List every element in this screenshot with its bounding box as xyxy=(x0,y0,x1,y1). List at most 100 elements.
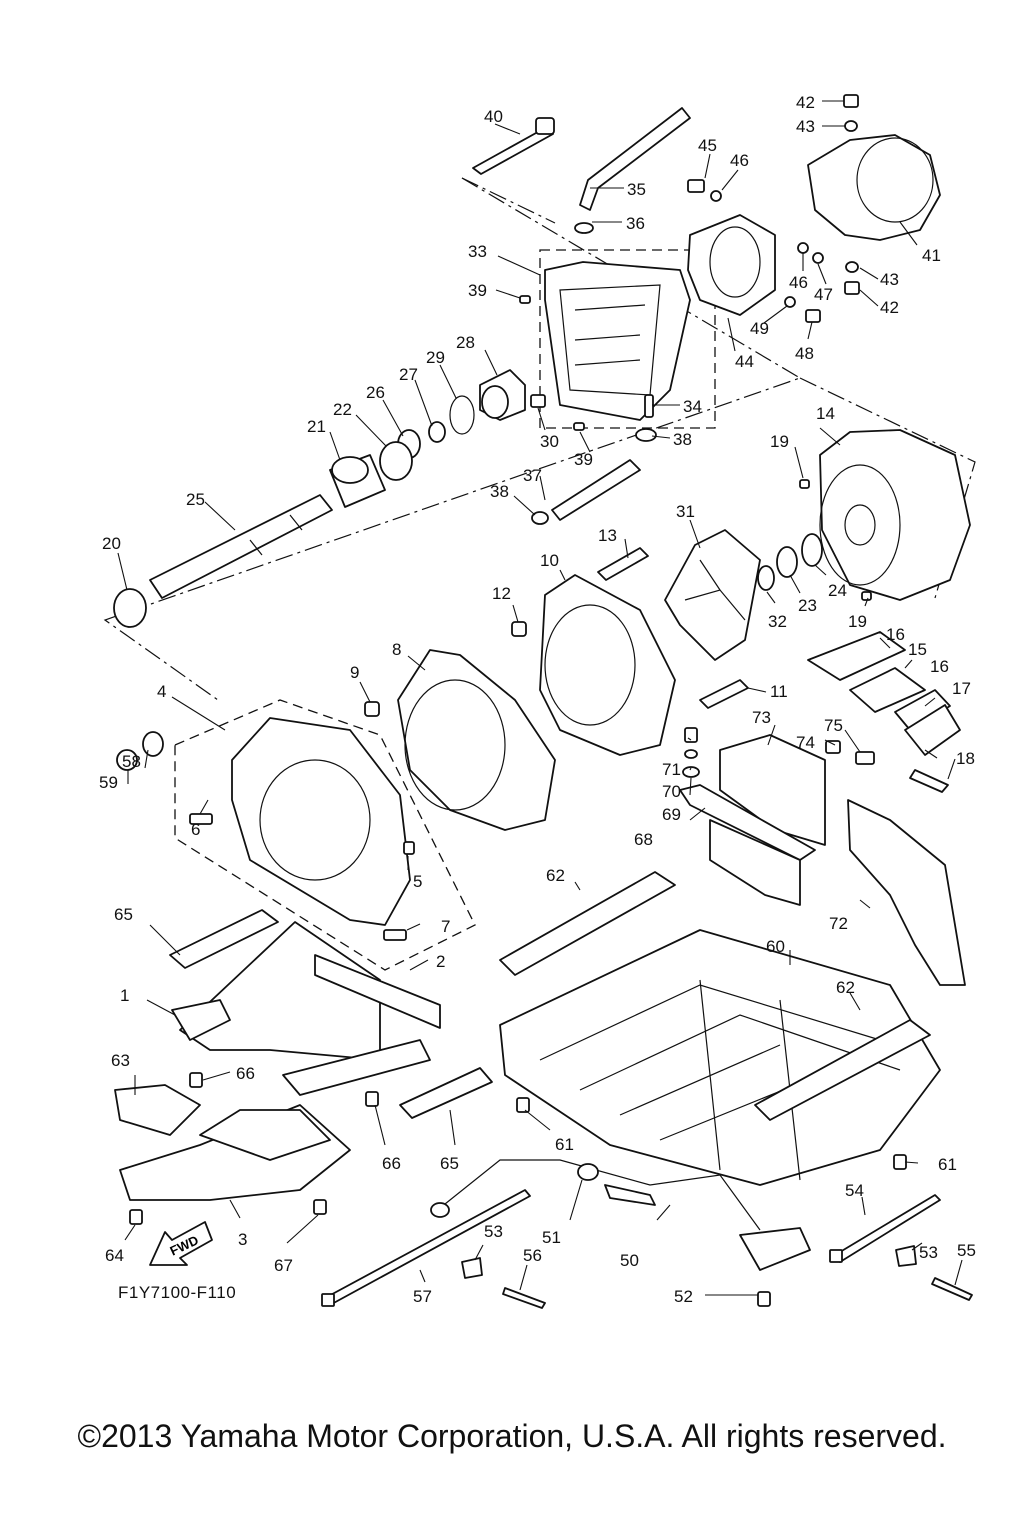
pin-19a-shape xyxy=(799,479,810,489)
callout-61-right: 61 xyxy=(938,1155,957,1174)
top-dashdot-line xyxy=(461,177,556,224)
washer-70-shape xyxy=(684,749,698,759)
callout-12: 12 xyxy=(492,584,511,603)
collar-27-shape xyxy=(428,421,446,443)
bearing-22-shape xyxy=(379,441,413,481)
bolt-61a-shape xyxy=(516,1097,530,1113)
callout-68: 68 xyxy=(634,830,653,849)
impeller-housing-10-bore xyxy=(544,604,636,726)
callout-62-right: 62 xyxy=(836,978,855,997)
copyright-notice: ©2013 Yamaha Motor Corporation, U.S.A. A… xyxy=(77,1418,947,1454)
plate-72-shape xyxy=(847,799,966,986)
callout-50: 50 xyxy=(620,1251,639,1270)
callout-17: 17 xyxy=(952,679,971,698)
washer-58-shape xyxy=(142,731,164,757)
collar-43-bottom-shape xyxy=(845,261,859,273)
callout-65-mid: 65 xyxy=(440,1154,459,1173)
callout-56: 56 xyxy=(523,1246,542,1265)
jet-pump-housing-14-bore xyxy=(819,464,901,586)
plate-2-shape xyxy=(314,954,441,1029)
hose-clamp-shape xyxy=(574,222,594,234)
bolt-11-shape xyxy=(699,679,749,709)
callout-5: 5 xyxy=(413,872,422,891)
exploded-parts-diagram: FWD 40 42 43 45 46 35 36 33 39 41 46 43 xyxy=(99,93,976,1309)
bolt-75-shape xyxy=(855,751,875,765)
callout-38-low: 38 xyxy=(490,482,509,501)
reverse-gate-shape xyxy=(807,134,941,241)
callout-19-low: 19 xyxy=(848,612,867,631)
stud-6-shape xyxy=(189,813,213,825)
callout-4: 4 xyxy=(157,682,166,701)
washer-46a-shape xyxy=(710,190,722,202)
bolt-61b-shape xyxy=(893,1154,907,1170)
callout-23: 23 xyxy=(798,596,817,615)
washer-46b-shape xyxy=(797,242,809,254)
cable-50-line xyxy=(439,1159,761,1231)
callout-66-left: 66 xyxy=(236,1064,255,1083)
hose-37-shape xyxy=(551,459,641,521)
callout-34: 34 xyxy=(683,397,702,416)
callout-49: 49 xyxy=(750,319,769,338)
callout-73: 73 xyxy=(752,708,771,727)
callout-36: 36 xyxy=(626,214,645,233)
rail-62b-shape xyxy=(754,1019,931,1121)
impeller-31-blades xyxy=(684,559,746,621)
seal-24-shape xyxy=(801,533,823,567)
bolt-13-shape xyxy=(597,547,649,581)
jet-pump-housing-14-hub xyxy=(844,504,876,546)
callout-43-top: 43 xyxy=(796,117,815,136)
ride-plate-60-shape xyxy=(499,929,941,1186)
drive-shaft-group xyxy=(113,369,641,628)
callout-16-top: 16 xyxy=(886,625,905,644)
pin-39a-shape xyxy=(519,295,531,304)
callout-31: 31 xyxy=(676,502,695,521)
callout-35: 35 xyxy=(627,180,646,199)
bolt-42-top-shape xyxy=(843,94,859,108)
callout-64: 64 xyxy=(105,1246,124,1265)
pin-39b-shape xyxy=(573,422,585,431)
intake-group xyxy=(116,717,415,941)
cable-tie-54-head xyxy=(829,1249,843,1263)
stud-5-shape xyxy=(403,841,415,855)
callout-30: 30 xyxy=(540,432,559,451)
callout-33: 33 xyxy=(468,242,487,261)
callout-3: 3 xyxy=(238,1230,247,1249)
cover-17-shape xyxy=(904,704,961,756)
stud-7-shape xyxy=(383,929,407,941)
seal-23-shape xyxy=(776,546,798,578)
pin-56-shape xyxy=(502,1287,546,1309)
long-bolt-head xyxy=(535,117,555,135)
callout-54: 54 xyxy=(845,1181,864,1200)
callout-20: 20 xyxy=(102,534,121,553)
callout-67: 67 xyxy=(274,1256,293,1275)
callout-21: 21 xyxy=(307,417,326,436)
collar-49-shape xyxy=(784,296,796,308)
callout-39-top: 39 xyxy=(468,281,487,300)
fwd-arrow: FWD xyxy=(149,1221,213,1266)
right-bracket-group xyxy=(679,631,966,986)
bolt-66a-shape xyxy=(189,1072,203,1088)
hose-shape xyxy=(579,107,691,211)
callout-46-mid: 46 xyxy=(789,273,808,292)
clamp-38b-shape xyxy=(531,511,549,525)
gasket-16b-shape xyxy=(894,689,951,731)
callout-46-top: 46 xyxy=(730,151,749,170)
callout-66-mid: 66 xyxy=(382,1154,401,1173)
bolt-48-shape xyxy=(805,309,821,323)
callout-27: 27 xyxy=(399,365,418,384)
callout-44: 44 xyxy=(735,352,754,371)
bracket-65a-shape xyxy=(169,909,279,969)
callout-19-top: 19 xyxy=(770,432,789,451)
callout-70: 70 xyxy=(662,782,681,801)
housing-28-bore xyxy=(481,385,509,419)
nut-59-shape xyxy=(116,749,138,771)
pin-19b-shape xyxy=(861,591,872,601)
callout-72: 72 xyxy=(829,914,848,933)
ride-plate-60-ribs xyxy=(539,979,901,1181)
callout-39-mid: 39 xyxy=(574,450,593,469)
callout-1: 1 xyxy=(120,986,129,1005)
collar-74-shape xyxy=(825,740,841,754)
callout-69: 69 xyxy=(662,805,681,824)
collar-43-top-shape xyxy=(844,120,858,132)
gasket-16a-shape xyxy=(807,631,906,681)
